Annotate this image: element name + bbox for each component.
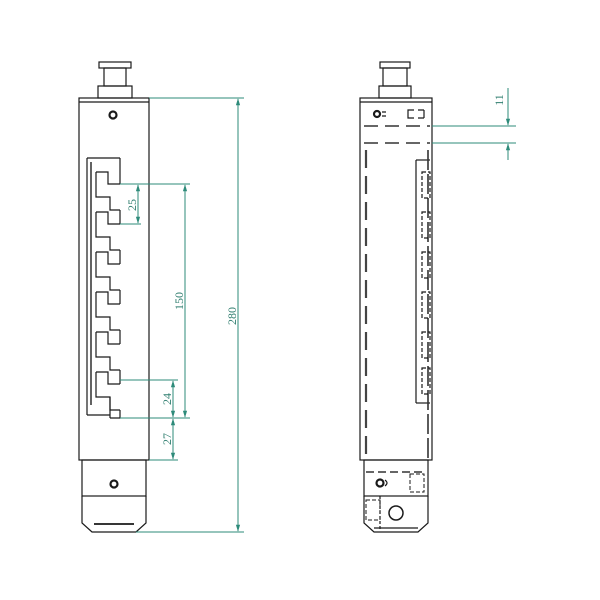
side-view: 11 — [359, 61, 516, 533]
side-bottom-hole — [388, 505, 404, 521]
dimension-label-27: 27 — [160, 433, 174, 445]
slot-track — [86, 157, 121, 419]
dimension-11: 11 — [432, 88, 516, 160]
dimension-25: 25 — [120, 184, 141, 225]
front-view: 280 150 25 24 27 — [78, 61, 244, 533]
top-knob — [97, 61, 133, 99]
top-knob-side — [378, 61, 412, 99]
mounting-hole-top — [108, 110, 118, 120]
dimension-label-25: 25 — [125, 199, 139, 211]
rack-teeth — [421, 171, 431, 395]
dimension-280: 280 — [136, 97, 244, 533]
side-lower-housing — [363, 459, 429, 533]
dimension-label-150: 150 — [172, 292, 186, 310]
side-body — [359, 97, 433, 461]
dimension-label-280: 280 — [225, 307, 239, 325]
lower-housing — [81, 459, 147, 533]
dimension-24: 24 — [120, 379, 178, 418]
slot-tooth — [95, 171, 120, 211]
dimension-150: 150 — [120, 183, 190, 419]
dimension-label-24: 24 — [160, 393, 174, 405]
dimension-label-11: 11 — [492, 94, 506, 106]
main-body — [78, 97, 150, 461]
mounting-hole-bottom — [109, 479, 119, 489]
dimension-27: 27 — [149, 418, 178, 461]
